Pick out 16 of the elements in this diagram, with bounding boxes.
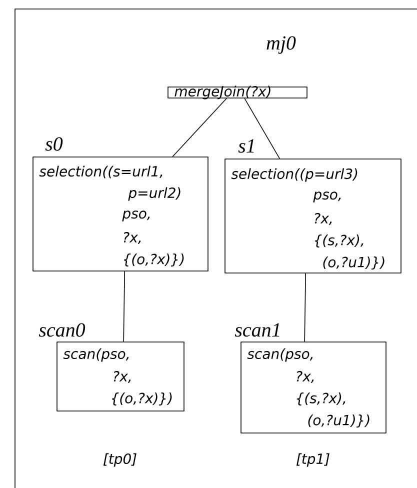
operator-box: scan(pso, ?x, {(s,?x), (o,?u1)}) [240, 342, 386, 434]
node-label: scan0 [38, 323, 86, 337]
pattern-label: [tp0] [103, 453, 136, 467]
node-label: s0 [45, 137, 63, 151]
operator-box: selection((s=url1, p=url2) pso, ?x, {(o,?x)}) [32, 156, 208, 272]
pattern-label: [tp1] [296, 453, 330, 467]
node-label: mj0 [266, 36, 296, 54]
connector-line [123, 271, 125, 342]
connector-line [244, 98, 280, 159]
connector-line [304, 273, 306, 342]
operator-box: selection((p=url3) pso, ?x, {(s,?x), (o,?u1)}) [224, 158, 402, 274]
node-label: s1 [238, 139, 254, 153]
operator-box: scan(pso, ?x, {(o,?x)}) [56, 342, 184, 412]
connector-line [172, 98, 227, 157]
operator-box: mergeJoin(?x) [168, 86, 308, 100]
node-label: scan1 [234, 323, 280, 337]
